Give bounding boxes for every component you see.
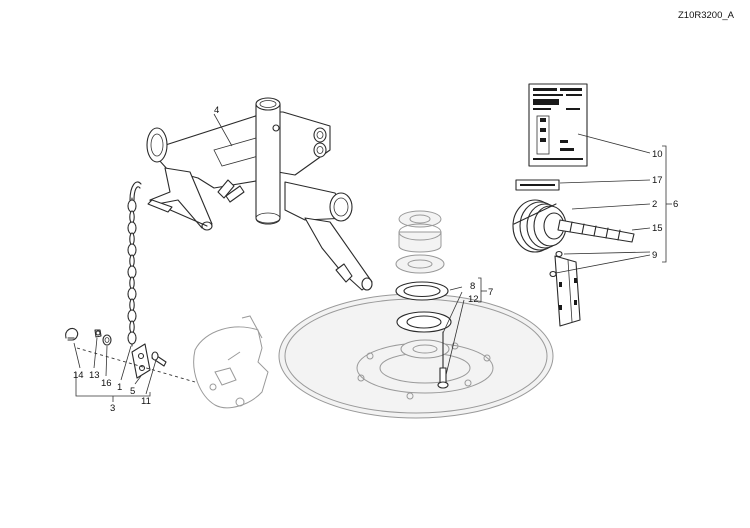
callout-6: 6 (673, 199, 678, 210)
chain-link (129, 276, 135, 290)
chain-link (129, 254, 135, 268)
callout-3: 3 (110, 403, 115, 414)
callout-13: 13 (89, 370, 100, 381)
callout-12: 12 (468, 294, 479, 305)
callout-1: 1 (117, 382, 122, 393)
callout-labels: 4 10 17 2 6 15 9 8 7 12 14 13 16 1 5 11 … (73, 105, 678, 414)
instruction-decal (528, 83, 588, 167)
gearbox-housing (193, 315, 269, 409)
chain-link (127, 221, 137, 235)
callout-11: 11 (141, 396, 151, 407)
callout-14: 14 (73, 370, 84, 381)
figure-reference-code: Z10R3200_A (678, 10, 735, 21)
callout-9: 9 (652, 250, 657, 261)
chain-link (129, 298, 135, 312)
chain-link (129, 210, 135, 224)
callout-4: 4 (214, 105, 219, 116)
callout-2: 2 (652, 199, 657, 210)
spindle-bearing-stack (395, 210, 452, 389)
chain-link (129, 320, 135, 334)
warning-label (515, 179, 560, 191)
chain-link (127, 287, 137, 301)
callout-15: 15 (652, 223, 663, 234)
mounting-bracket (549, 250, 581, 327)
chain-link (127, 331, 137, 345)
callout-5: 5 (130, 386, 135, 397)
callout-16: 16 (101, 378, 112, 389)
callout-8: 8 (470, 281, 475, 292)
callout-7: 7 (488, 287, 493, 298)
chain-link (127, 265, 137, 279)
callout-10: 10 (652, 149, 663, 160)
main-frame-bracket (146, 97, 373, 291)
chain-link (127, 243, 137, 257)
hitch-small-parts (65, 327, 196, 383)
chain-link (129, 232, 135, 246)
pulley (512, 199, 567, 253)
shaft-rod (557, 219, 635, 243)
chain-link (127, 309, 137, 323)
leader-lines (73, 113, 672, 402)
chain-link (127, 199, 137, 213)
callout-17: 17 (652, 175, 663, 186)
chain-with-hook (127, 181, 142, 347)
